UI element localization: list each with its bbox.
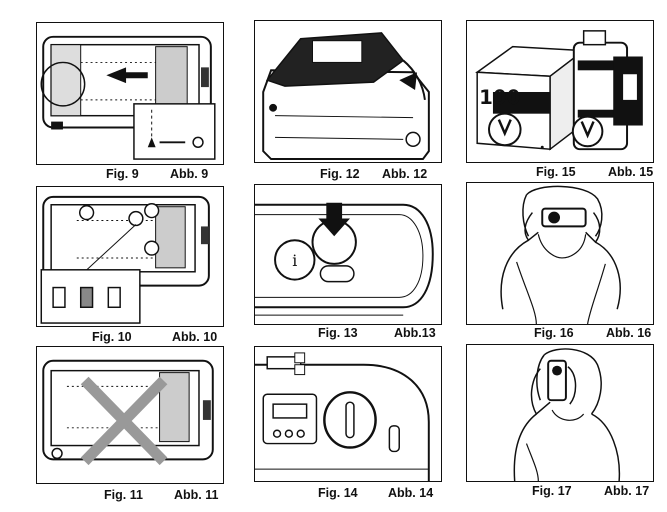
illustration-fig-15: 100: [466, 20, 654, 163]
illustration-fig-17: [466, 344, 654, 482]
figure-caption-fig: Fig. 12: [320, 167, 360, 181]
illustration-fig-11: [36, 346, 224, 484]
person-holding-camera-horizontal-drawing: [500, 185, 621, 324]
figure-caption-fig: Fig. 11: [104, 488, 143, 502]
figure-caption-fig: Fig. 15: [536, 165, 576, 179]
figure-caption-abb: Abb.13: [394, 326, 436, 340]
illustration-fig-12: [254, 20, 442, 163]
figure-caption-abb: Abb. 15: [608, 165, 654, 179]
figure-caption-abb: Abb. 16: [606, 326, 652, 340]
figure-caption-fig: Fig. 14: [318, 486, 358, 500]
figure-caption-abb: Abb. 14: [388, 486, 434, 500]
figure-caption-fig: Fig. 17: [532, 484, 572, 498]
figure-caption-abb: Abb. 10: [172, 330, 218, 344]
camera-back-detail-drawing: [255, 352, 430, 481]
camera-back-closing-drawing: [262, 32, 430, 161]
illustration-fig-9: [36, 22, 224, 165]
camera-button-press-drawing: i: [255, 202, 434, 316]
illustration-fig-13: i: [254, 184, 442, 325]
film-box-and-cartridge-drawing: 100: [475, 30, 643, 151]
figure-caption-fig: Fig. 13: [318, 326, 358, 340]
figure-caption-fig: Fig. 10: [92, 330, 132, 344]
figure-caption-abb: Abb. 17: [604, 484, 650, 498]
figure-caption-abb: Abb. 11: [174, 488, 219, 502]
button-mark-label: i: [292, 251, 297, 270]
incorrect-film-loading-drawing: [42, 359, 214, 466]
figure-caption-abb: Abb. 9: [170, 167, 209, 181]
illustration-fig-16: [466, 182, 654, 325]
film-speed-label: 100: [479, 86, 520, 109]
camera-film-gate-drawing: [40, 195, 210, 324]
illustration-fig-10: [36, 186, 224, 327]
figure-caption-abb: Abb. 12: [382, 167, 428, 181]
figure-caption-fig: Fig. 9: [106, 167, 139, 181]
illustration-fig-14: [254, 346, 442, 482]
camera-film-loading-drawing: [40, 35, 216, 160]
figure-caption-fig: Fig. 16: [534, 326, 574, 340]
person-holding-camera-vertical-drawing: [513, 348, 621, 481]
